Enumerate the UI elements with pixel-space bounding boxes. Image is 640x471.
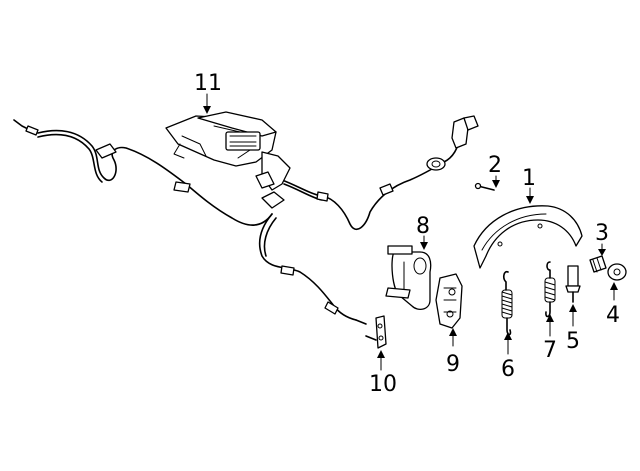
callout-2: 2 xyxy=(488,153,502,178)
part-6-spring xyxy=(501,270,513,336)
part-1-brake-shoe xyxy=(473,205,583,269)
part-9-lever xyxy=(435,273,463,329)
part-4-washer xyxy=(607,263,627,281)
bracket-10 xyxy=(365,315,387,349)
callout-8: 8 xyxy=(416,214,430,239)
callout-3: 3 xyxy=(595,221,609,246)
callout-4: 4 xyxy=(606,303,620,328)
part-8-boot xyxy=(385,245,432,311)
cable-assembly xyxy=(13,115,479,325)
callout-9: 9 xyxy=(446,352,460,377)
part-7-spring xyxy=(544,261,556,318)
callout-labels: 11 8 2 1 3 4 5 6 7 9 10 xyxy=(194,71,620,397)
part-2-pin xyxy=(474,182,495,191)
parking-brake-actuator xyxy=(165,111,291,209)
leader-lines xyxy=(203,93,618,371)
callout-6: 6 xyxy=(501,357,515,382)
callout-1: 1 xyxy=(522,166,536,191)
part-5-adjuster xyxy=(565,265,581,303)
callout-11: 11 xyxy=(194,71,222,96)
callout-10: 10 xyxy=(369,372,397,397)
callout-7: 7 xyxy=(543,338,557,363)
part-3-cup xyxy=(589,255,607,273)
callout-5: 5 xyxy=(566,329,580,354)
